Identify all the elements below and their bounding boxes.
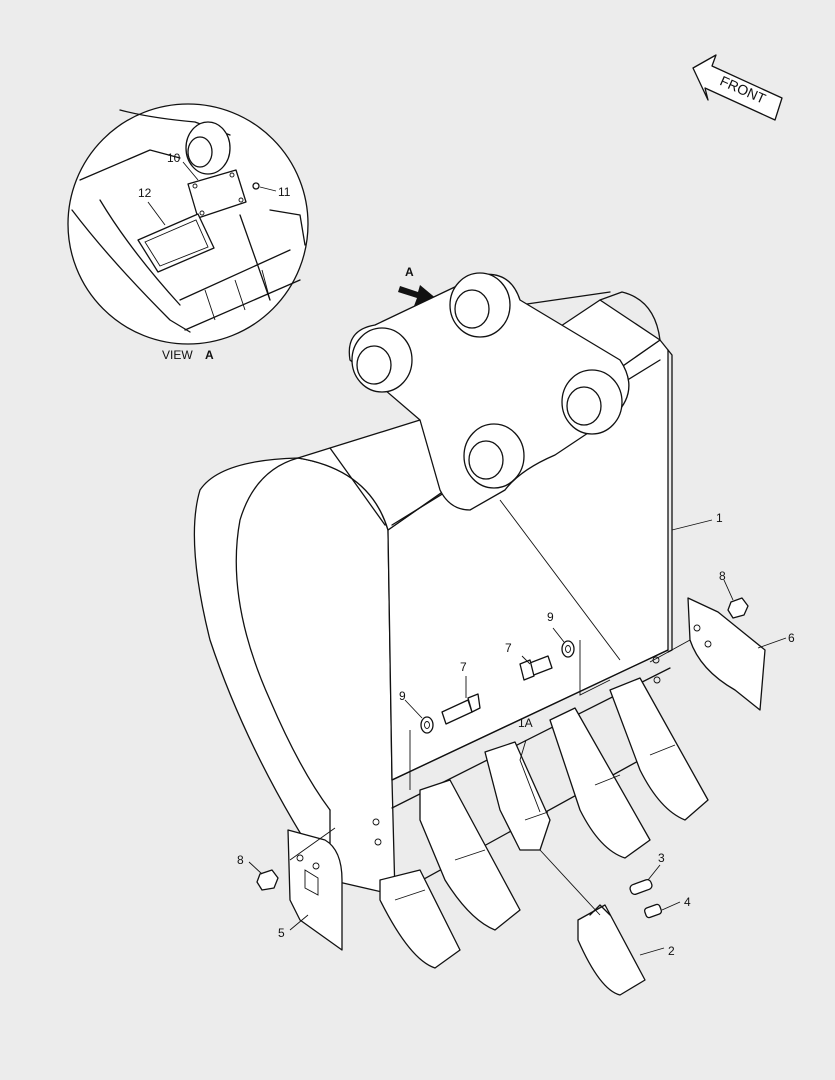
callout-5: 5: [278, 926, 285, 940]
callout-7-right: 7: [505, 641, 512, 655]
view-letter: A: [205, 348, 214, 362]
view-label: VIEW: [162, 348, 193, 362]
leader-lines: [248, 499, 787, 956]
callout-2: 2: [668, 944, 675, 958]
side-cutter-6: [687, 597, 766, 711]
nut-8-left: [256, 869, 279, 891]
callout-9-right: 9: [547, 610, 554, 624]
callout-8-right: 8: [719, 569, 726, 583]
callout-4: 4: [684, 895, 691, 909]
tooth-2-assembly: [577, 879, 663, 996]
screw-11: [252, 182, 260, 190]
nut-8-right: [727, 597, 749, 619]
callout-7-left: 7: [460, 660, 467, 674]
callout-3: 3: [658, 851, 665, 865]
washer-9-right: [561, 640, 575, 658]
teeth-row: [379, 677, 709, 969]
callout-12: 12: [138, 186, 152, 200]
callout-10: 10: [167, 151, 181, 165]
callout-11: 11: [278, 185, 291, 199]
callout-1: 1: [716, 511, 723, 525]
callout-1a: 1A: [518, 716, 533, 730]
bolt-7-left: [441, 693, 481, 725]
side-cutter-5: [287, 829, 343, 951]
bucket-body: [193, 272, 673, 896]
bolt-7-right: [519, 655, 553, 681]
washer-9-left: [420, 716, 434, 734]
callout-6: 6: [788, 631, 795, 645]
plate-10: [187, 169, 247, 219]
arrow-letter: A: [405, 265, 414, 279]
callout-8-left: 8: [237, 853, 244, 867]
plate-12: [137, 213, 215, 273]
front-arrow: FRONT: [692, 54, 783, 121]
callout-9-left: 9: [399, 689, 406, 703]
view-a-detail: [67, 103, 309, 345]
